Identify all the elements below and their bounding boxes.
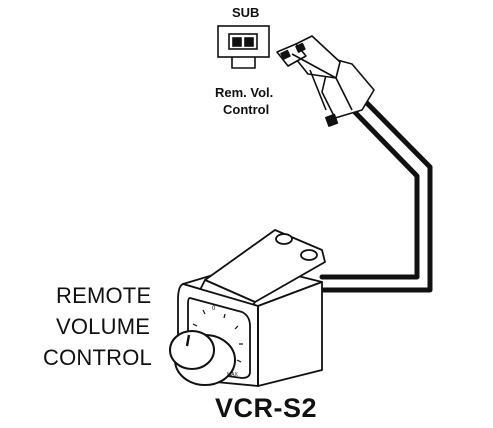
model-label: VCR-S2	[215, 393, 318, 423]
connector-plug-icon	[276, 35, 375, 127]
dial-scale	[192, 309, 243, 363]
dial-max-label: MAX	[227, 372, 239, 378]
volume-knob-icon	[169, 330, 236, 386]
dial-min-label: 0	[212, 306, 216, 312]
sub-port-icon	[217, 25, 270, 69]
device-name-line1: REMOTE	[56, 283, 152, 308]
sub-port-title: SUB	[232, 5, 260, 20]
cable-icon	[319, 90, 433, 293]
port-caption-line1: Rem. Vol.	[215, 85, 274, 100]
device-name-line2: VOLUME	[56, 314, 151, 339]
port-caption-line2: Control	[223, 102, 270, 117]
device-name-line3: CONTROL	[43, 345, 152, 370]
